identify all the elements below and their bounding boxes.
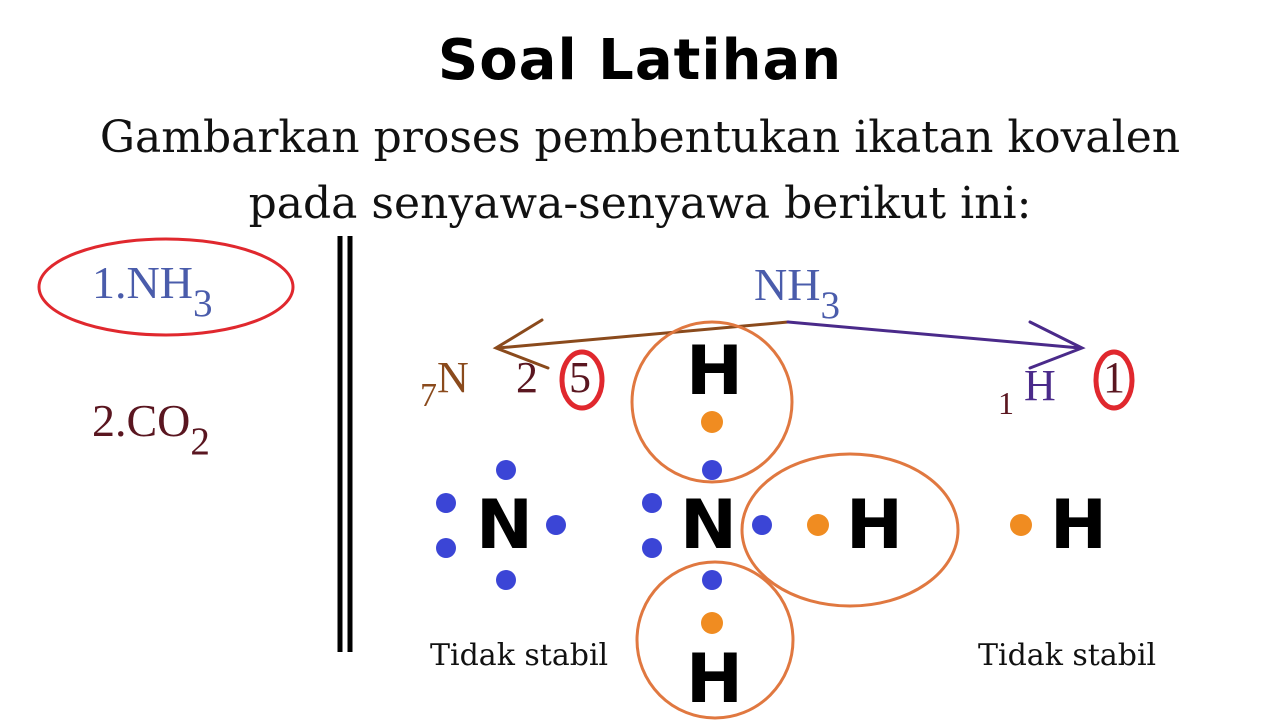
valence-circle-h: [1093, 349, 1135, 411]
electron-n-left: [546, 515, 566, 535]
highlight-ellipse: [37, 237, 295, 337]
stability-label-right: Tidak stabil: [978, 638, 1157, 673]
electron-n-center: [642, 493, 662, 513]
valence-circle-n: [559, 349, 605, 411]
instruction-line-1: Gambarkan proses pembentukan ikatan kova…: [99, 112, 1181, 163]
question-subscript: 3: [192, 282, 213, 325]
hydrogen-valence: 1: [1103, 353, 1125, 402]
electron-n-left: [496, 570, 516, 590]
electron-n-left: [436, 538, 456, 558]
work-subscript: 3: [820, 284, 840, 327]
hydrogen-symbol: H: [1024, 361, 1056, 410]
electron-n-center: [702, 570, 722, 590]
question-subscript: 2: [190, 420, 210, 463]
electron-n-center: [752, 515, 772, 535]
electron-n-center: [642, 538, 662, 558]
question-formula: CO: [126, 395, 191, 446]
question-number: 2.: [92, 395, 127, 446]
lewis-n-left: N: [476, 486, 533, 565]
nitrogen-config: 7N: [420, 352, 469, 414]
nitrogen-atomic-number: 7: [420, 377, 437, 414]
hydrogen-atomic-number: 1: [998, 385, 1014, 421]
arrow-to-hydrogen: [786, 320, 1086, 370]
orbit-h-right: [740, 452, 960, 608]
electron-n-left: [496, 460, 516, 480]
stability-label-left: Tidak stabil: [430, 638, 609, 673]
electron-h-top: [701, 411, 723, 433]
question-1: 1.NH3: [92, 256, 213, 325]
instruction-line-2: pada senyawa-senyawa berikut ini:: [248, 178, 1032, 229]
page-title: Soal Latihan: [437, 28, 843, 93]
lewis-h-top: H: [686, 332, 743, 411]
nitrogen-valence: 5: [569, 353, 591, 402]
lewis-n-center: N: [680, 486, 737, 565]
lewis-h-bottom: H: [686, 640, 743, 719]
orbit-h-top: [630, 320, 794, 484]
question-2: 2.CO2: [92, 394, 210, 463]
question-formula: NH: [126, 257, 193, 308]
nitrogen-shell-1: 2: [516, 353, 538, 402]
work-compound: NH3: [754, 258, 840, 327]
nitrogen-symbol: N: [437, 353, 469, 402]
electron-h-bottom: [701, 612, 723, 634]
electron-h-far: [1010, 514, 1032, 536]
electron-h-right: [807, 514, 829, 536]
orbit-h-bottom: [635, 560, 795, 720]
lewis-h-far: H: [1050, 486, 1107, 565]
electron-n-left: [436, 493, 456, 513]
lewis-h-right: H: [846, 486, 903, 565]
electron-n-center: [702, 460, 722, 480]
question-number: 1.: [92, 257, 127, 308]
work-formula: NH: [754, 259, 821, 310]
